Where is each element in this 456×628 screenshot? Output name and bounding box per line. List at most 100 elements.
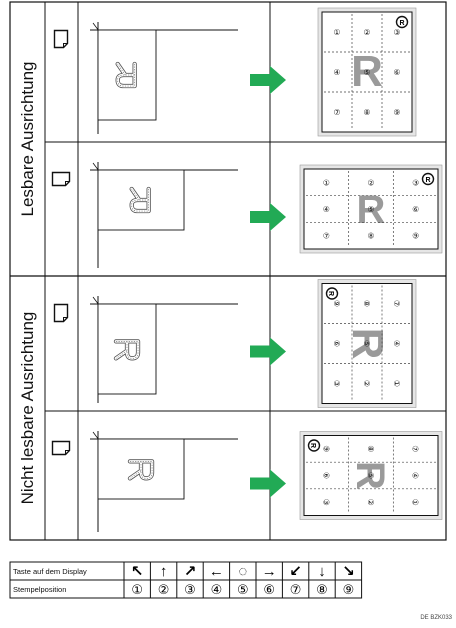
position-number: ⑥ — [332, 340, 341, 347]
letter-dots — [117, 63, 135, 87]
position-number: ⑦ — [333, 108, 340, 117]
position-number: ⑦ — [323, 232, 330, 241]
position-number: ⑧ — [366, 445, 375, 452]
position-number: ③ — [393, 28, 400, 37]
stamp-position-number: ② — [158, 582, 170, 597]
position-number: ⑦ — [411, 445, 420, 452]
paper-orientation-icon — [51, 440, 71, 456]
position-number: ⑥ — [412, 205, 419, 214]
table-row-label-positions: Stempelposition — [13, 585, 66, 594]
position-number: ④ — [323, 205, 330, 214]
position-number: ⑧ — [363, 108, 370, 117]
position-number: ⑧ — [367, 232, 374, 241]
stamp-position-number: ④ — [211, 582, 223, 597]
position-number: ④ — [333, 68, 340, 77]
paper-fold — [63, 43, 68, 48]
frame-border — [9, 1, 447, 541]
paper-fold — [65, 450, 70, 455]
position-number: ⑥ — [321, 472, 330, 479]
stamp-label: R — [425, 177, 430, 184]
output-page — [321, 11, 413, 133]
position-number: ⑤ — [367, 205, 374, 214]
position-number: ② — [363, 28, 370, 37]
letter-dots — [131, 188, 149, 212]
dotted-letter-icon — [115, 61, 137, 89]
position-number: ① — [392, 380, 401, 387]
stamp-label: R — [399, 20, 404, 27]
page-letter: R — [351, 47, 383, 96]
letter-dots — [129, 461, 153, 479]
stamp-position-number: ③ — [184, 582, 196, 597]
page-letter: R — [343, 328, 392, 360]
display-key-arrow-icon: → — [262, 563, 277, 580]
letter-dots — [115, 341, 139, 359]
position-number: ⑤ — [366, 472, 375, 479]
paper-orientation-icon — [53, 29, 69, 49]
output-page — [303, 168, 439, 250]
display-key-arrow-icon: ← — [209, 563, 224, 580]
display-key-arrow-icon: ↖ — [131, 563, 144, 580]
stamp-mark-icon — [307, 439, 321, 452]
figure-code: DE BZK033 — [420, 615, 452, 621]
position-number: ⑨ — [321, 445, 330, 452]
position-number: ③ — [321, 499, 330, 506]
paper-fold — [63, 317, 68, 322]
position-number: ① — [411, 499, 420, 506]
display-key-arrow-icon: ↗ — [184, 563, 197, 580]
position-number: ③ — [412, 178, 419, 187]
output-page — [303, 435, 439, 516]
stamp-position-number: ⑦ — [290, 582, 302, 597]
stamp-label: R — [327, 291, 334, 296]
display-key-arrow-icon: ↑ — [160, 563, 168, 580]
position-number: ④ — [392, 340, 401, 347]
green-arrow-icon — [250, 66, 286, 94]
position-number: ③ — [332, 380, 341, 387]
green-arrow-icon — [250, 469, 286, 498]
position-number: ④ — [411, 472, 420, 479]
display-key-arrow-icon: ↙ — [289, 563, 302, 580]
position-number: ② — [367, 178, 374, 187]
position-number: ⑤ — [362, 340, 371, 347]
dotted-letter-icon — [129, 186, 151, 214]
diagram-frame — [9, 1, 447, 541]
dotted-letter-icon — [127, 459, 155, 481]
diagram-row: R ⑨ ⑧ ⑦ ⑥ ⑤ ④ ③ ② ① R — [53, 279, 417, 408]
position-number: ⑤ — [363, 68, 370, 77]
stamp-label: R — [309, 443, 316, 448]
position-number: ⑨ — [332, 300, 341, 307]
output-page — [321, 283, 413, 404]
position-number: ⑧ — [362, 300, 371, 307]
green-arrow-icon — [250, 337, 286, 366]
stamp-position-number: ⑤ — [237, 582, 249, 597]
stamp-mark-icon — [325, 287, 339, 300]
position-number: ⑥ — [393, 68, 400, 77]
display-key-arrow-icon: ↓ — [318, 563, 326, 580]
position-number: ⑨ — [412, 232, 419, 241]
position-number: ② — [366, 499, 375, 506]
position-number: ① — [333, 28, 340, 37]
paper-fold — [65, 181, 70, 186]
stamp-position-number: ⑧ — [316, 582, 328, 597]
stamp-position-number: ⑥ — [263, 582, 275, 597]
paper-orientation-icon — [51, 171, 71, 187]
page-letter: R — [348, 461, 392, 490]
key-position-table: Taste auf dem DisplayStempelposition↖↑↗←… — [9, 561, 363, 599]
stamp-mark-icon — [395, 15, 409, 29]
position-number: ① — [323, 178, 330, 187]
stamp-position-number: ⑨ — [343, 582, 355, 597]
position-number: ⑦ — [392, 300, 401, 307]
paper-orientation-icon — [53, 303, 69, 323]
position-number: ② — [362, 380, 371, 387]
stamp-mark-icon — [421, 172, 435, 186]
stamp-position-number: ① — [131, 582, 143, 597]
display-key-arrow-icon: ◌ — [238, 563, 247, 580]
green-arrow-icon — [250, 203, 286, 231]
display-key-arrow-icon: ↘ — [342, 563, 355, 580]
group-label: Lesbare Ausrichtung — [18, 62, 37, 217]
position-number: ⑨ — [393, 108, 400, 117]
dotted-letter-icon — [113, 339, 141, 361]
